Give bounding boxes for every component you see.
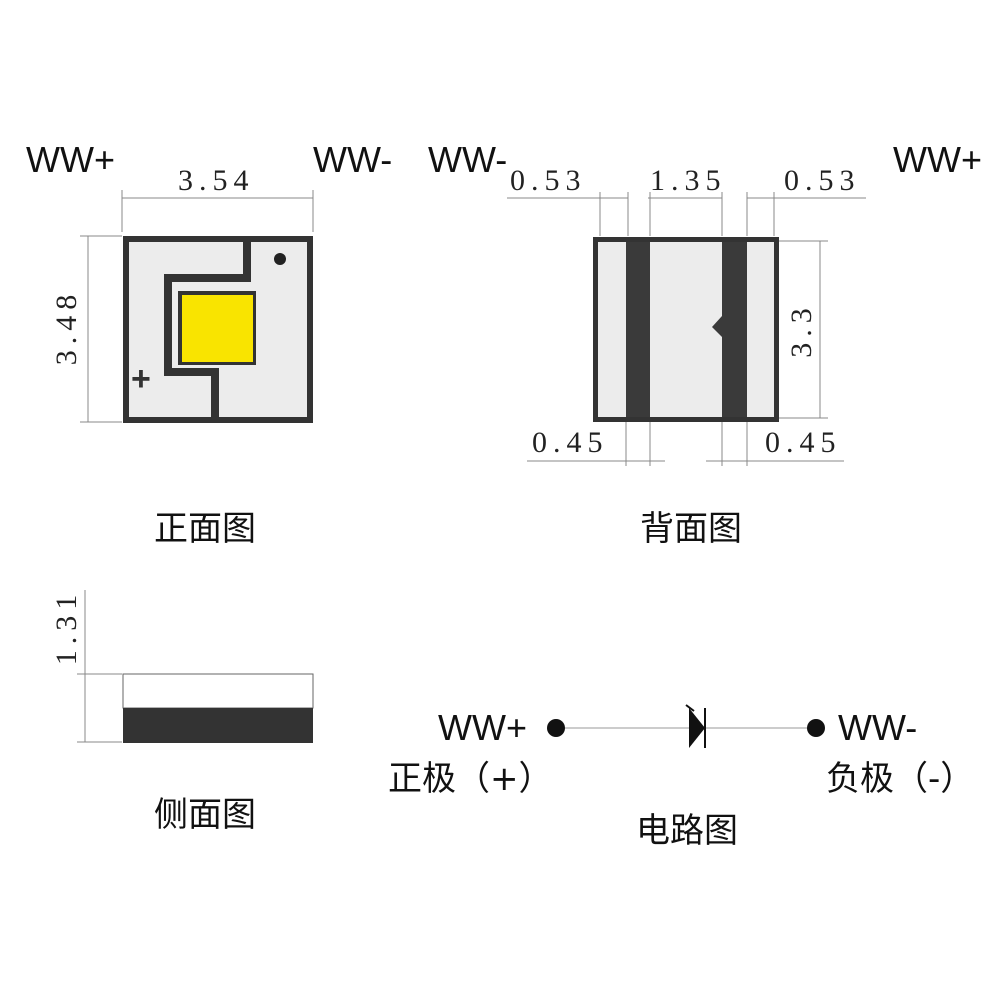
diode-triangle xyxy=(689,708,705,748)
circuit-diagram xyxy=(547,704,825,748)
anode-label: WW+ xyxy=(438,707,527,748)
back-label-right: WW+ xyxy=(893,139,982,180)
back-view xyxy=(507,192,866,466)
back-pad-right xyxy=(722,242,747,417)
back-polarity-notch xyxy=(712,316,722,337)
diode-emission-mark xyxy=(685,704,695,712)
back-top-dim-lines xyxy=(507,192,866,236)
side-substrate xyxy=(123,708,313,743)
led-chip-emitter xyxy=(182,295,253,362)
front-label-right: WW- xyxy=(313,139,393,180)
front-label-left: WW+ xyxy=(26,139,115,180)
front-width-dim-line xyxy=(121,190,314,232)
back-face xyxy=(598,242,774,417)
back-pad-left xyxy=(626,242,650,417)
cathode-description: 负极（-） xyxy=(826,759,975,799)
back-top-dim-left: 0.53 xyxy=(510,164,587,197)
back-top-dim-right: 0.53 xyxy=(784,164,861,197)
circuit-caption: 电路图 xyxy=(636,811,738,851)
cathode-label: WW- xyxy=(838,707,918,748)
back-height-dim: 3.3 xyxy=(785,302,818,358)
front-polarity-mark: + xyxy=(131,360,151,398)
back-height-dim-line xyxy=(778,240,828,419)
front-height-dim: 3.48 xyxy=(50,288,83,366)
side-view xyxy=(77,590,314,743)
orientation-dot xyxy=(274,253,286,265)
back-bottom-dim-right: 0.45 xyxy=(765,426,842,459)
side-height-dim-line xyxy=(77,590,122,743)
cathode-terminal xyxy=(807,719,825,737)
front-width-dim: 3.54 xyxy=(178,164,255,197)
back-bottom-dim-left: 0.45 xyxy=(532,426,609,459)
side-height-dim: 1.31 xyxy=(50,588,83,666)
back-top-dim-center: 1.35 xyxy=(650,164,727,197)
front-view xyxy=(80,190,314,423)
front-height-dim-line xyxy=(80,235,122,423)
back-label-left: WW- xyxy=(428,139,508,180)
side-view-caption: 侧面图 xyxy=(154,795,256,835)
side-lens xyxy=(122,673,314,709)
front-pad-trace xyxy=(164,242,251,417)
back-view-caption: 背面图 xyxy=(640,509,742,549)
front-view-caption: 正面图 xyxy=(154,509,256,549)
anode-terminal xyxy=(547,719,565,737)
back-bottom-dim-lines xyxy=(527,421,844,466)
anode-description: 正极（+） xyxy=(388,759,553,799)
